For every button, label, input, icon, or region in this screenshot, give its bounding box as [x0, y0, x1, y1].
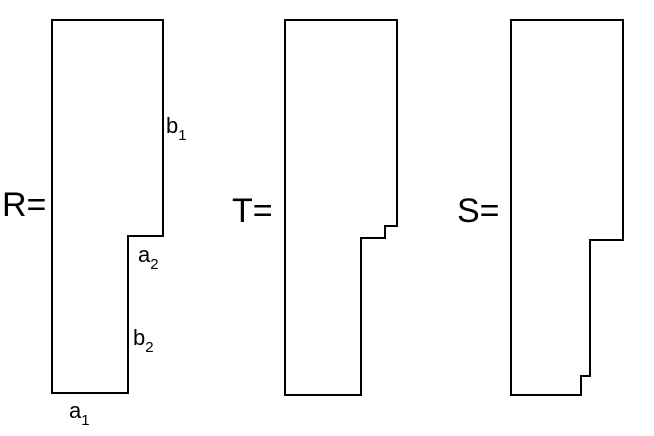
edge-label-a1: a1: [69, 398, 90, 429]
figure-r: R= b1 a2 b2 a1: [2, 19, 187, 429]
figure-t-outline: [284, 19, 398, 396]
figure-t-label: T=: [232, 192, 273, 230]
edge-label-b2: b2: [133, 325, 154, 356]
edge-label-a2: a2: [138, 242, 159, 273]
figure-s-label: S=: [457, 192, 500, 230]
figure-t: T=: [232, 19, 398, 396]
figure-r-label: R=: [2, 186, 46, 224]
edge-label-b1: b1: [166, 113, 187, 144]
figure-s-outline: [510, 19, 624, 396]
figure-s: S=: [457, 19, 624, 396]
figure-r-outline: [51, 19, 164, 394]
